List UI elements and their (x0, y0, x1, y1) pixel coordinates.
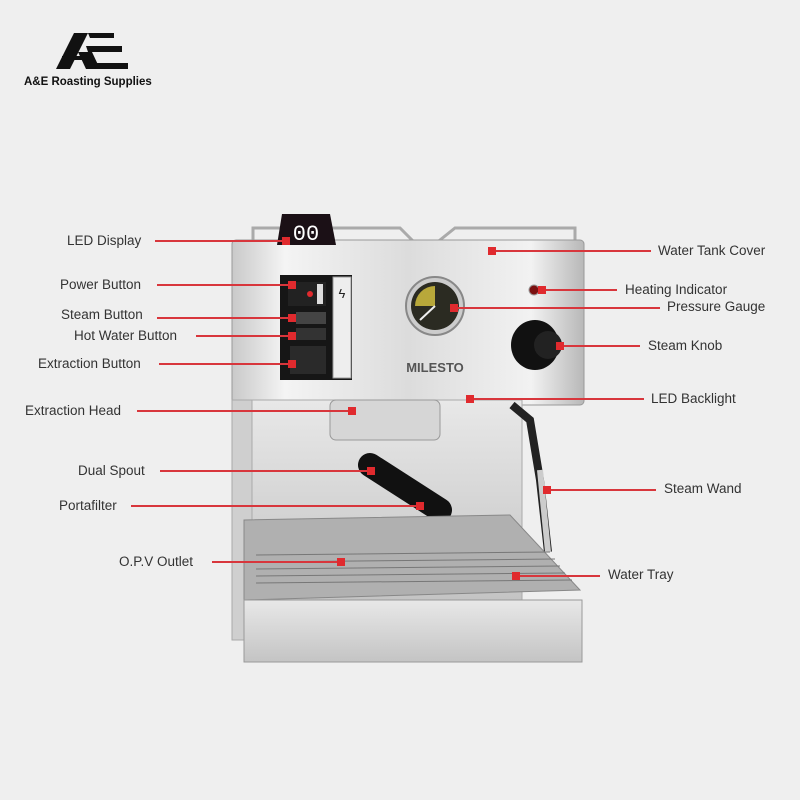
callout-hot-water-button: Hot Water Button (74, 328, 178, 343)
callout-line (540, 289, 617, 291)
callout-marker (512, 572, 520, 580)
callout-marker (416, 502, 424, 510)
callout-power-button: Power Button (60, 277, 142, 292)
callout-marker (348, 407, 356, 415)
callout-marker (556, 342, 564, 350)
callout-steam-wand: Steam Wand (664, 481, 742, 496)
callout-led-display: LED Display (67, 233, 142, 248)
callout-marker (466, 395, 474, 403)
callout-line (160, 470, 372, 472)
callout-line (491, 250, 651, 252)
callout-marker (488, 247, 496, 255)
ae-monogram-icon (56, 33, 128, 69)
callout-line (212, 561, 342, 563)
callout-line (452, 307, 660, 309)
svg-text:MILESTO: MILESTO (406, 360, 464, 375)
callout-line (131, 505, 421, 507)
callout-marker (543, 486, 551, 494)
callout-marker (288, 332, 296, 340)
callout-marker (367, 467, 375, 475)
callout-line (558, 345, 640, 347)
svg-text:00: 00 (293, 222, 319, 247)
callout-line (157, 317, 291, 319)
callout-dual-spout: Dual Spout (78, 463, 145, 478)
callout-pressure-gauge: Pressure Gauge (667, 299, 766, 314)
svg-text:ϟ: ϟ (339, 286, 346, 301)
callout-extraction-button: Extraction Button (38, 356, 141, 371)
callout-steam-knob: Steam Knob (648, 338, 723, 353)
callout-line (546, 489, 656, 491)
callout-line (155, 240, 285, 242)
callout-marker (538, 286, 546, 294)
callout-marker (288, 314, 296, 322)
callout-portafilter: Portafilter (59, 498, 117, 513)
callout-line (159, 363, 291, 365)
callout-heating-indicator: Heating Indicator (625, 282, 728, 297)
callout-marker (288, 360, 296, 368)
callout-marker (337, 558, 345, 566)
callout-water-tray: Water Tray (608, 567, 674, 582)
callout-led-backlight: LED Backlight (651, 391, 736, 406)
callout-line (157, 284, 291, 286)
callout-marker (288, 281, 296, 289)
callout-marker (450, 304, 458, 312)
callout-extraction-head: Extraction Head (25, 403, 122, 418)
callout-water-tank-cover: Water Tank Cover (658, 243, 766, 258)
callout-line (469, 398, 644, 400)
brand-name: A&E Roasting Supplies (24, 76, 152, 88)
callout-line (516, 575, 600, 577)
callout-opv-outlet: O.P.V Outlet (119, 554, 194, 569)
callout-line (196, 335, 291, 337)
callout-marker (282, 237, 290, 245)
callout-steam-button: Steam Button (61, 307, 143, 322)
callout-line (137, 410, 353, 412)
